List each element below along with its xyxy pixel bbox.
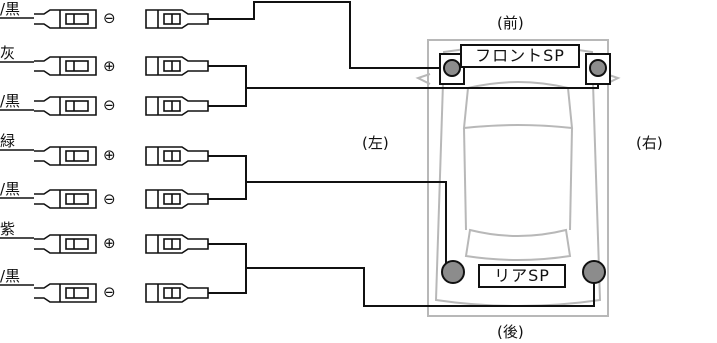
polarity-7: ⊖ xyxy=(103,283,116,301)
harness-connector-2 xyxy=(34,56,97,76)
harness-connector-1 xyxy=(34,9,97,29)
polarity-1: ⊖ xyxy=(103,9,116,27)
car-rear-window xyxy=(464,228,572,261)
wire-front-left-minus xyxy=(208,1,444,69)
rear-right-speaker xyxy=(582,260,606,284)
polarity-3: ⊖ xyxy=(103,96,116,114)
rear-left-speaker xyxy=(441,260,465,284)
car-outline xyxy=(415,39,621,317)
speaker-connector-3 xyxy=(145,96,209,116)
harness-connector-7 xyxy=(34,283,97,303)
wire-label-6: 紫 xyxy=(0,220,16,238)
label-rear: (後) xyxy=(497,323,524,341)
wire-rear-left-plus xyxy=(208,155,447,264)
harness-connector-6 xyxy=(34,234,97,254)
wire-rear-right-minus xyxy=(208,268,247,294)
label-left: (左) xyxy=(362,134,389,152)
polarity-2: ⊕ xyxy=(103,57,116,75)
polarity-5: ⊖ xyxy=(103,190,116,208)
wire-front-right-minus xyxy=(208,88,247,107)
polarity-4: ⊕ xyxy=(103,146,116,164)
label-right: (右) xyxy=(636,134,663,152)
wire-rear-right-plus xyxy=(208,243,595,307)
car-body-frame xyxy=(427,39,609,317)
front-speaker-label: フロントSP xyxy=(460,44,580,68)
harness-connector-5 xyxy=(34,189,97,209)
wire-label-1: /黒 xyxy=(0,0,21,18)
speaker-connector-6 xyxy=(145,234,209,254)
wire-label-3: /黒 xyxy=(0,92,21,110)
car-right-door-line xyxy=(569,127,573,231)
speaker-connector-4 xyxy=(145,146,209,166)
car-left-mirror xyxy=(415,73,431,85)
wire-rear-left-minus xyxy=(208,182,247,200)
rear-speaker-label: リアSP xyxy=(478,264,566,288)
speaker-connector-7 xyxy=(145,283,209,303)
harness-connectors xyxy=(34,9,97,303)
speaker-connector-5 xyxy=(145,189,209,209)
wire-label-4: 緑 xyxy=(0,132,16,150)
label-front: (前) xyxy=(497,14,524,32)
wire-label-2: 灰 xyxy=(0,44,16,62)
speaker-connector-2 xyxy=(145,56,209,76)
wire-label-7: /黒 xyxy=(0,267,21,285)
wire-front-right-plus xyxy=(208,65,599,89)
harness-connector-4 xyxy=(34,146,97,166)
front-right-speaker xyxy=(589,59,607,77)
speaker-connector-1 xyxy=(145,9,209,29)
harness-connector-3 xyxy=(34,96,97,116)
car-left-door-line xyxy=(463,127,467,231)
front-left-speaker xyxy=(443,59,461,77)
speaker-connectors xyxy=(145,9,209,303)
label-underlines xyxy=(0,17,34,286)
wire-label-5: /黒 xyxy=(0,180,21,198)
polarity-6: ⊕ xyxy=(103,234,116,252)
